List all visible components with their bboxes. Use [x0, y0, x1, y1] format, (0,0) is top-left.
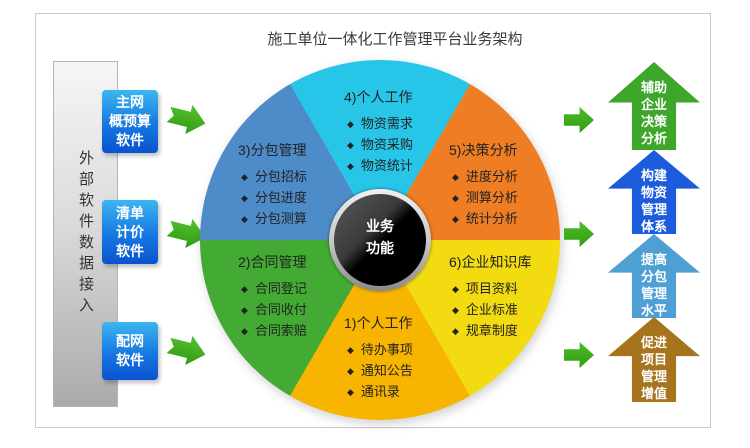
segment-5-decision-analysis: 5)决策分析 ◆进度分析 ◆测算分析 ◆统计分析	[449, 142, 518, 226]
bullet-diamond-icon: ◆	[241, 214, 248, 224]
bullet-diamond-icon: ◆	[347, 345, 354, 355]
bullet-diamond-icon: ◆	[452, 305, 459, 315]
segment-3-subcontract: 3)分包管理 ◆分包招标 ◆分包进度 ◆分包测算	[238, 142, 307, 226]
segment-6-knowledge-base: 6)企业知识库 ◆项目资料 ◆企业标准 ◆规章制度	[449, 254, 532, 338]
bullet-diamond-icon: ◆	[452, 172, 459, 182]
bullet-diamond-icon: ◆	[241, 305, 248, 315]
source-box-main-grid-budget: 主网 概预算 软件	[102, 90, 158, 153]
bullet-diamond-icon: ◆	[347, 366, 354, 376]
segment-2-contract: 2)合同管理 ◆合同登记 ◆合同收付 ◆合同索赔	[238, 254, 307, 338]
bullet-diamond-icon: ◆	[452, 193, 459, 203]
bullet-diamond-icon: ◆	[452, 214, 459, 224]
external-software-label: 外部软件数据接入	[77, 150, 94, 318]
hub-inner-circle	[334, 194, 426, 286]
bullet-diamond-icon: ◆	[241, 172, 248, 182]
bullet-diamond-icon: ◆	[347, 119, 354, 129]
source-box-list-pricing: 清单 计价 软件	[102, 200, 158, 264]
bullet-diamond-icon: ◆	[347, 387, 354, 397]
bullet-diamond-icon: ◆	[452, 326, 459, 336]
diagram-title: 施工单位一体化工作管理平台业务架构	[267, 31, 523, 48]
bullet-diamond-icon: ◆	[241, 284, 248, 294]
bullet-diamond-icon: ◆	[452, 284, 459, 294]
segment-4-personal-work: 4)个人工作 ◆物资需求 ◆物资采购 ◆物资统计	[344, 89, 413, 173]
source-box-distribution-grid: 配网 软件	[102, 322, 158, 380]
bullet-diamond-icon: ◆	[347, 161, 354, 171]
hub-label: 业务 功能	[366, 218, 394, 256]
hub-circle: 业务 功能	[329, 189, 431, 291]
bullet-diamond-icon: ◆	[241, 193, 248, 203]
bullet-diamond-icon: ◆	[347, 140, 354, 150]
bullet-diamond-icon: ◆	[241, 326, 248, 336]
segment-1-personal-work: 1)个人工作 ◆待办事项 ◆通知公告 ◆通讯录	[344, 315, 413, 399]
